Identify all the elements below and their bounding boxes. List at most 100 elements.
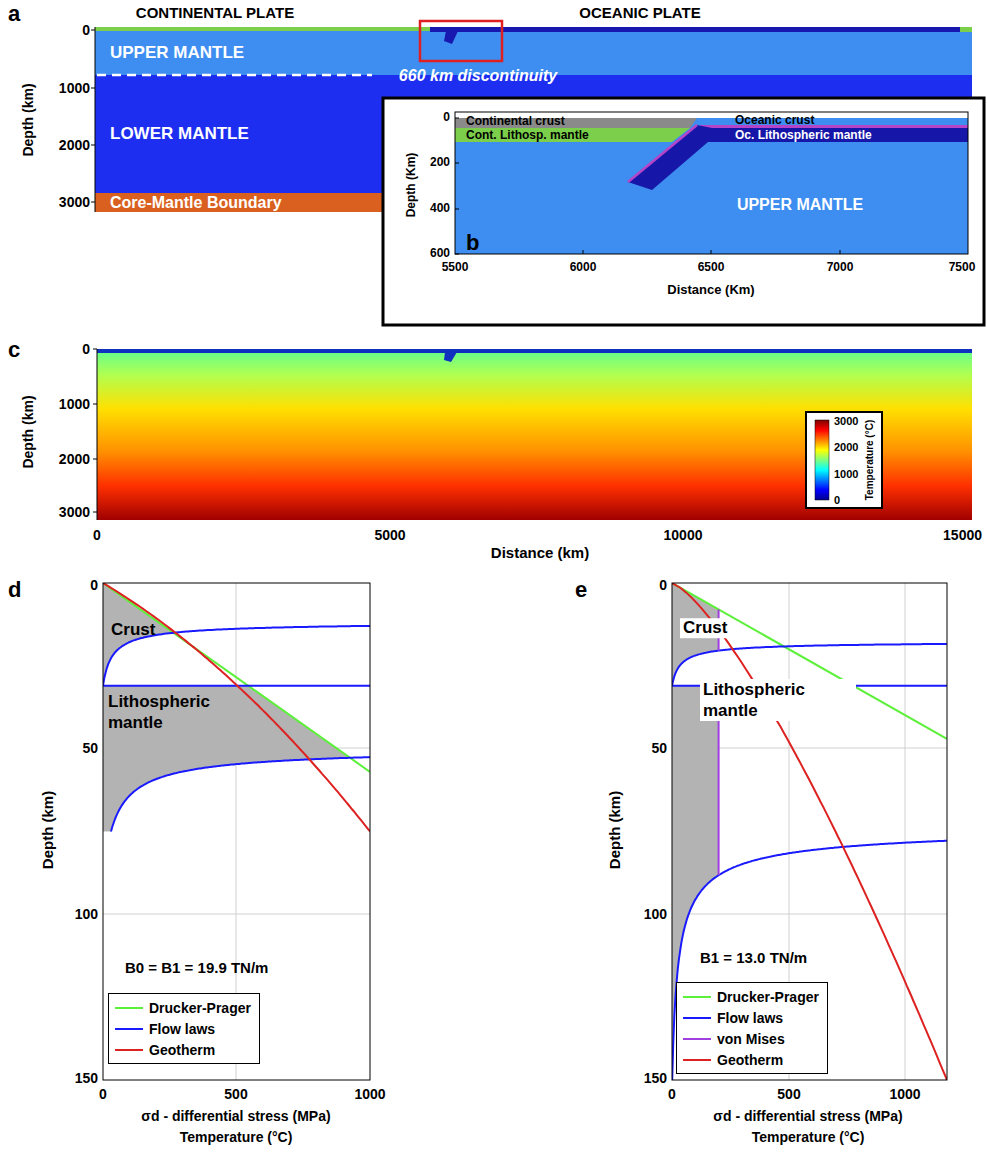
legend-sample <box>682 1013 712 1023</box>
figure-part <box>97 349 972 353</box>
legend-line <box>115 1049 143 1051</box>
geotherm-curve <box>103 583 370 832</box>
figure-label: 1000 <box>354 1086 385 1102</box>
figure-label: Cont. Lithosp. mantle <box>466 129 589 143</box>
figure-label: Distance (Km) <box>667 283 754 298</box>
figure-label: Lithospheric mantle <box>108 691 258 733</box>
figure-label: 3000 <box>59 504 90 520</box>
figure-label: 0 <box>82 22 90 38</box>
legend-box: Drucker-PragerFlow lawsGeotherm <box>108 993 260 1064</box>
panel-b-inset <box>383 98 984 325</box>
legend-line <box>683 1017 711 1019</box>
figure-label: Depth (Km) <box>405 153 419 218</box>
legend-text: von Mises <box>717 1031 785 1047</box>
figure-label: 5000 <box>374 527 405 543</box>
legend-line <box>683 996 711 998</box>
figure-label: 150 <box>644 1070 667 1086</box>
figure-part <box>95 27 96 212</box>
figure-label: Temperature (°C) <box>864 420 876 501</box>
drucker-prager-line <box>103 583 370 772</box>
figure-label: 660 km discontinuity <box>399 67 557 85</box>
figure-label: 1000 <box>59 396 90 412</box>
band-label: Core-Mantle Boundary <box>110 193 282 212</box>
legend-sample <box>114 1045 144 1055</box>
figure-label: Crust <box>680 618 730 638</box>
panel-d <box>103 583 370 1080</box>
band-label: LOWER MANTLE <box>110 124 249 143</box>
figure-label: 150 <box>75 1070 98 1086</box>
figure-part <box>103 583 370 1080</box>
legend-sample <box>114 1003 144 1013</box>
figure-part <box>103 583 370 1080</box>
figure-label: 3000 <box>59 194 90 210</box>
panel-e <box>672 583 947 1087</box>
figure-label: CONTINENTAL PLATE <box>136 4 294 21</box>
figure-part <box>444 31 458 44</box>
legend-line <box>683 1038 711 1040</box>
legend-text: Geotherm <box>717 1052 783 1068</box>
legend-box: Drucker-PragerFlow lawsvon MisesGeotherm <box>676 982 828 1074</box>
figure-label: 200 <box>430 156 450 170</box>
figure-label: 2000 <box>834 441 858 454</box>
figure-part <box>628 125 722 190</box>
figure-label: Depth (km) <box>39 791 56 869</box>
legend-row: Flow laws <box>114 1018 251 1039</box>
figure-part <box>383 98 984 325</box>
figure-part <box>97 349 98 520</box>
band-label: UPPER MANTLE <box>110 43 244 62</box>
figure-label: Oceanic crust <box>735 114 814 128</box>
figure-label: 7000 <box>827 261 854 275</box>
figure-part <box>672 583 947 1080</box>
figure-part <box>95 27 430 31</box>
figure-label: Crust <box>111 620 155 640</box>
figure-part <box>700 128 968 142</box>
figure-label: Temperature (°C) <box>752 1129 865 1145</box>
legend-text: Geotherm <box>149 1042 215 1058</box>
figure-part <box>455 128 690 142</box>
figure-part <box>97 74 372 77</box>
figure-part <box>815 420 829 500</box>
figure-label: Oc. Lithospheric mantle <box>735 129 872 143</box>
figure-label: 2000 <box>59 137 90 153</box>
figure-label: 0 <box>82 341 90 357</box>
figure-label: Continental crust <box>466 115 565 129</box>
figure-label: Depth (km) <box>20 83 36 156</box>
figure-label: 0 <box>93 527 101 543</box>
flow-law-curve <box>111 757 370 831</box>
figure-label: Distance (km) <box>491 544 589 561</box>
figure-label: Depth (km) <box>606 791 623 869</box>
figure-label: 15000 <box>943 527 982 543</box>
figure-part <box>97 349 972 520</box>
geotherm-curve <box>672 583 947 1080</box>
legend-text: Flow laws <box>717 1010 783 1026</box>
figure-label: 100 <box>75 906 98 922</box>
figure-label: e <box>575 577 587 602</box>
figure-label: Depth (km) <box>20 395 36 468</box>
legend-row: Geotherm <box>114 1039 251 1060</box>
figure-label: Temperature (°C) <box>180 1129 293 1145</box>
figure-label: a <box>8 1 20 26</box>
figure-label: c <box>8 337 20 362</box>
figure-label: 600 <box>430 247 450 261</box>
legend-sample <box>682 1034 712 1044</box>
figure-part <box>672 583 947 1080</box>
figure-label: UPPER MANTLE <box>737 196 863 214</box>
figure-part <box>628 125 697 182</box>
flow-law-curve <box>672 841 947 1080</box>
figure-label: σd - differential stress (MPa) <box>141 1108 330 1124</box>
figure-label: 500 <box>224 1086 247 1102</box>
figure-label: 3000 <box>834 415 858 428</box>
figure-part <box>430 27 960 32</box>
figure-label: 500 <box>777 1086 800 1102</box>
legend-row: Flow laws <box>682 1007 819 1028</box>
figure-label: 2000 <box>59 451 90 467</box>
figure-label: 0 <box>659 577 667 593</box>
figure-label: 5500 <box>442 261 469 275</box>
figure-part <box>455 112 968 254</box>
figure-label: 1000 <box>834 468 858 481</box>
legend-row: Drucker-Prager <box>114 997 251 1018</box>
panel-c <box>93 349 972 520</box>
figure-label: 50 <box>82 740 98 756</box>
legend-line <box>115 1007 143 1009</box>
